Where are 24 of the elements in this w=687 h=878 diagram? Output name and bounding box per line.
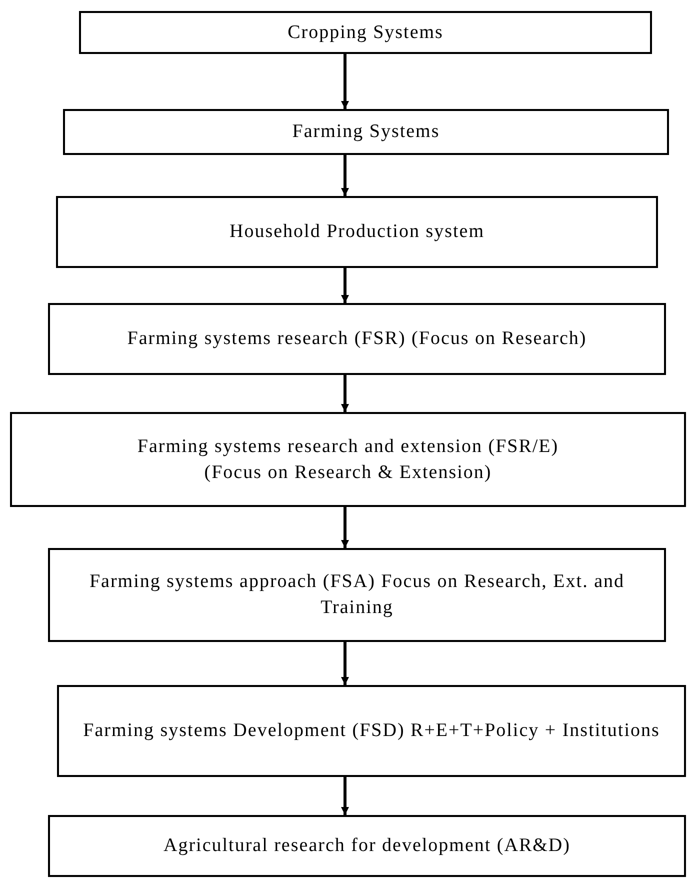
box-text: Agricultural research for development (AR&D) bbox=[164, 834, 570, 858]
box-text: Farming systems research (FSR) (Focus on Research) bbox=[127, 327, 587, 351]
arrow bbox=[341, 54, 349, 109]
process-box bbox=[79, 11, 652, 54]
arrow bbox=[341, 642, 349, 685]
arrow bbox=[341, 375, 349, 412]
box-text: Household Production system bbox=[230, 220, 484, 244]
box-text: Farming systems approach (FSA) Focus on Research, Ext. and Training bbox=[88, 570, 626, 620]
arrow bbox=[341, 777, 349, 815]
process-box bbox=[56, 196, 658, 268]
box-text: Farming systems Development (FSD) R+E+T+Policy + Institutions bbox=[83, 719, 660, 743]
process-box bbox=[57, 685, 686, 777]
process-box bbox=[48, 548, 666, 642]
box-text: Cropping Systems bbox=[288, 20, 444, 44]
process-box bbox=[10, 412, 686, 507]
arrow bbox=[341, 268, 349, 303]
arrow bbox=[341, 507, 349, 548]
process-box bbox=[63, 109, 669, 155]
box-text: (Focus on Research & Extension) bbox=[204, 460, 492, 484]
arrow bbox=[341, 155, 349, 196]
box-text: Farming systems research and extension (FSR/E) bbox=[137, 434, 559, 458]
process-box bbox=[48, 303, 666, 375]
process-box bbox=[48, 815, 686, 877]
box-text: Farming Systems bbox=[292, 120, 440, 144]
